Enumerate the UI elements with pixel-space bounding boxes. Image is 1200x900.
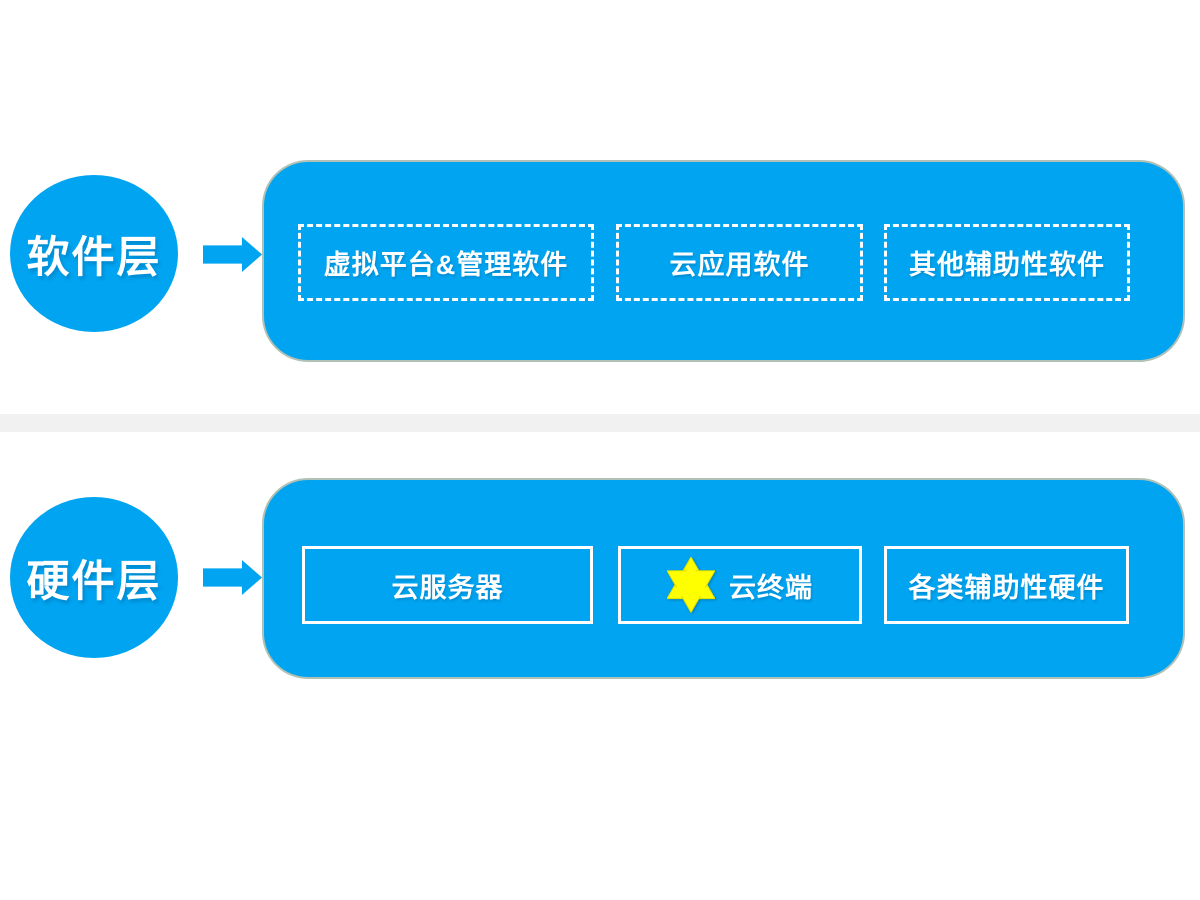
- six-pointed-star-icon: [667, 557, 715, 613]
- hardware-item-label: 各类辅助性硬件: [908, 572, 1105, 603]
- right-arrow-icon: [203, 560, 262, 595]
- right-arrow-icon: [203, 237, 262, 272]
- hardware-item-auxiliary-hardware: 各类辅助性硬件: [884, 546, 1129, 624]
- hardware-layer-circle: 硬件层: [10, 497, 178, 658]
- software-layer-panel: 虚拟平台&管理软件 云应用软件 其他辅助性软件: [262, 160, 1185, 362]
- hardware-item-cloud-terminal: 云终端: [618, 546, 862, 624]
- software-layer-label: 软件层: [26, 233, 162, 282]
- hardware-layer-label: 硬件层: [26, 557, 162, 606]
- software-item-other-auxiliary: 其他辅助性软件: [884, 224, 1130, 301]
- hardware-item-label: 云终端: [729, 572, 813, 603]
- software-item-label: 虚拟平台&管理软件: [323, 250, 569, 280]
- software-item-label: 云应用软件: [669, 250, 810, 280]
- software-layer-circle: 软件层: [10, 175, 178, 332]
- software-item-cloud-apps: 云应用软件: [616, 224, 863, 301]
- hardware-item-label: 云服务器: [391, 572, 504, 603]
- software-item-virtual-platform: 虚拟平台&管理软件: [298, 224, 594, 301]
- hardware-item-cloud-server: 云服务器: [302, 546, 593, 624]
- hardware-layer-panel: 云服务器 云终端 各类辅助性硬件: [262, 478, 1185, 679]
- software-item-label: 其他辅助性软件: [909, 250, 1105, 280]
- section-divider: [0, 414, 1200, 432]
